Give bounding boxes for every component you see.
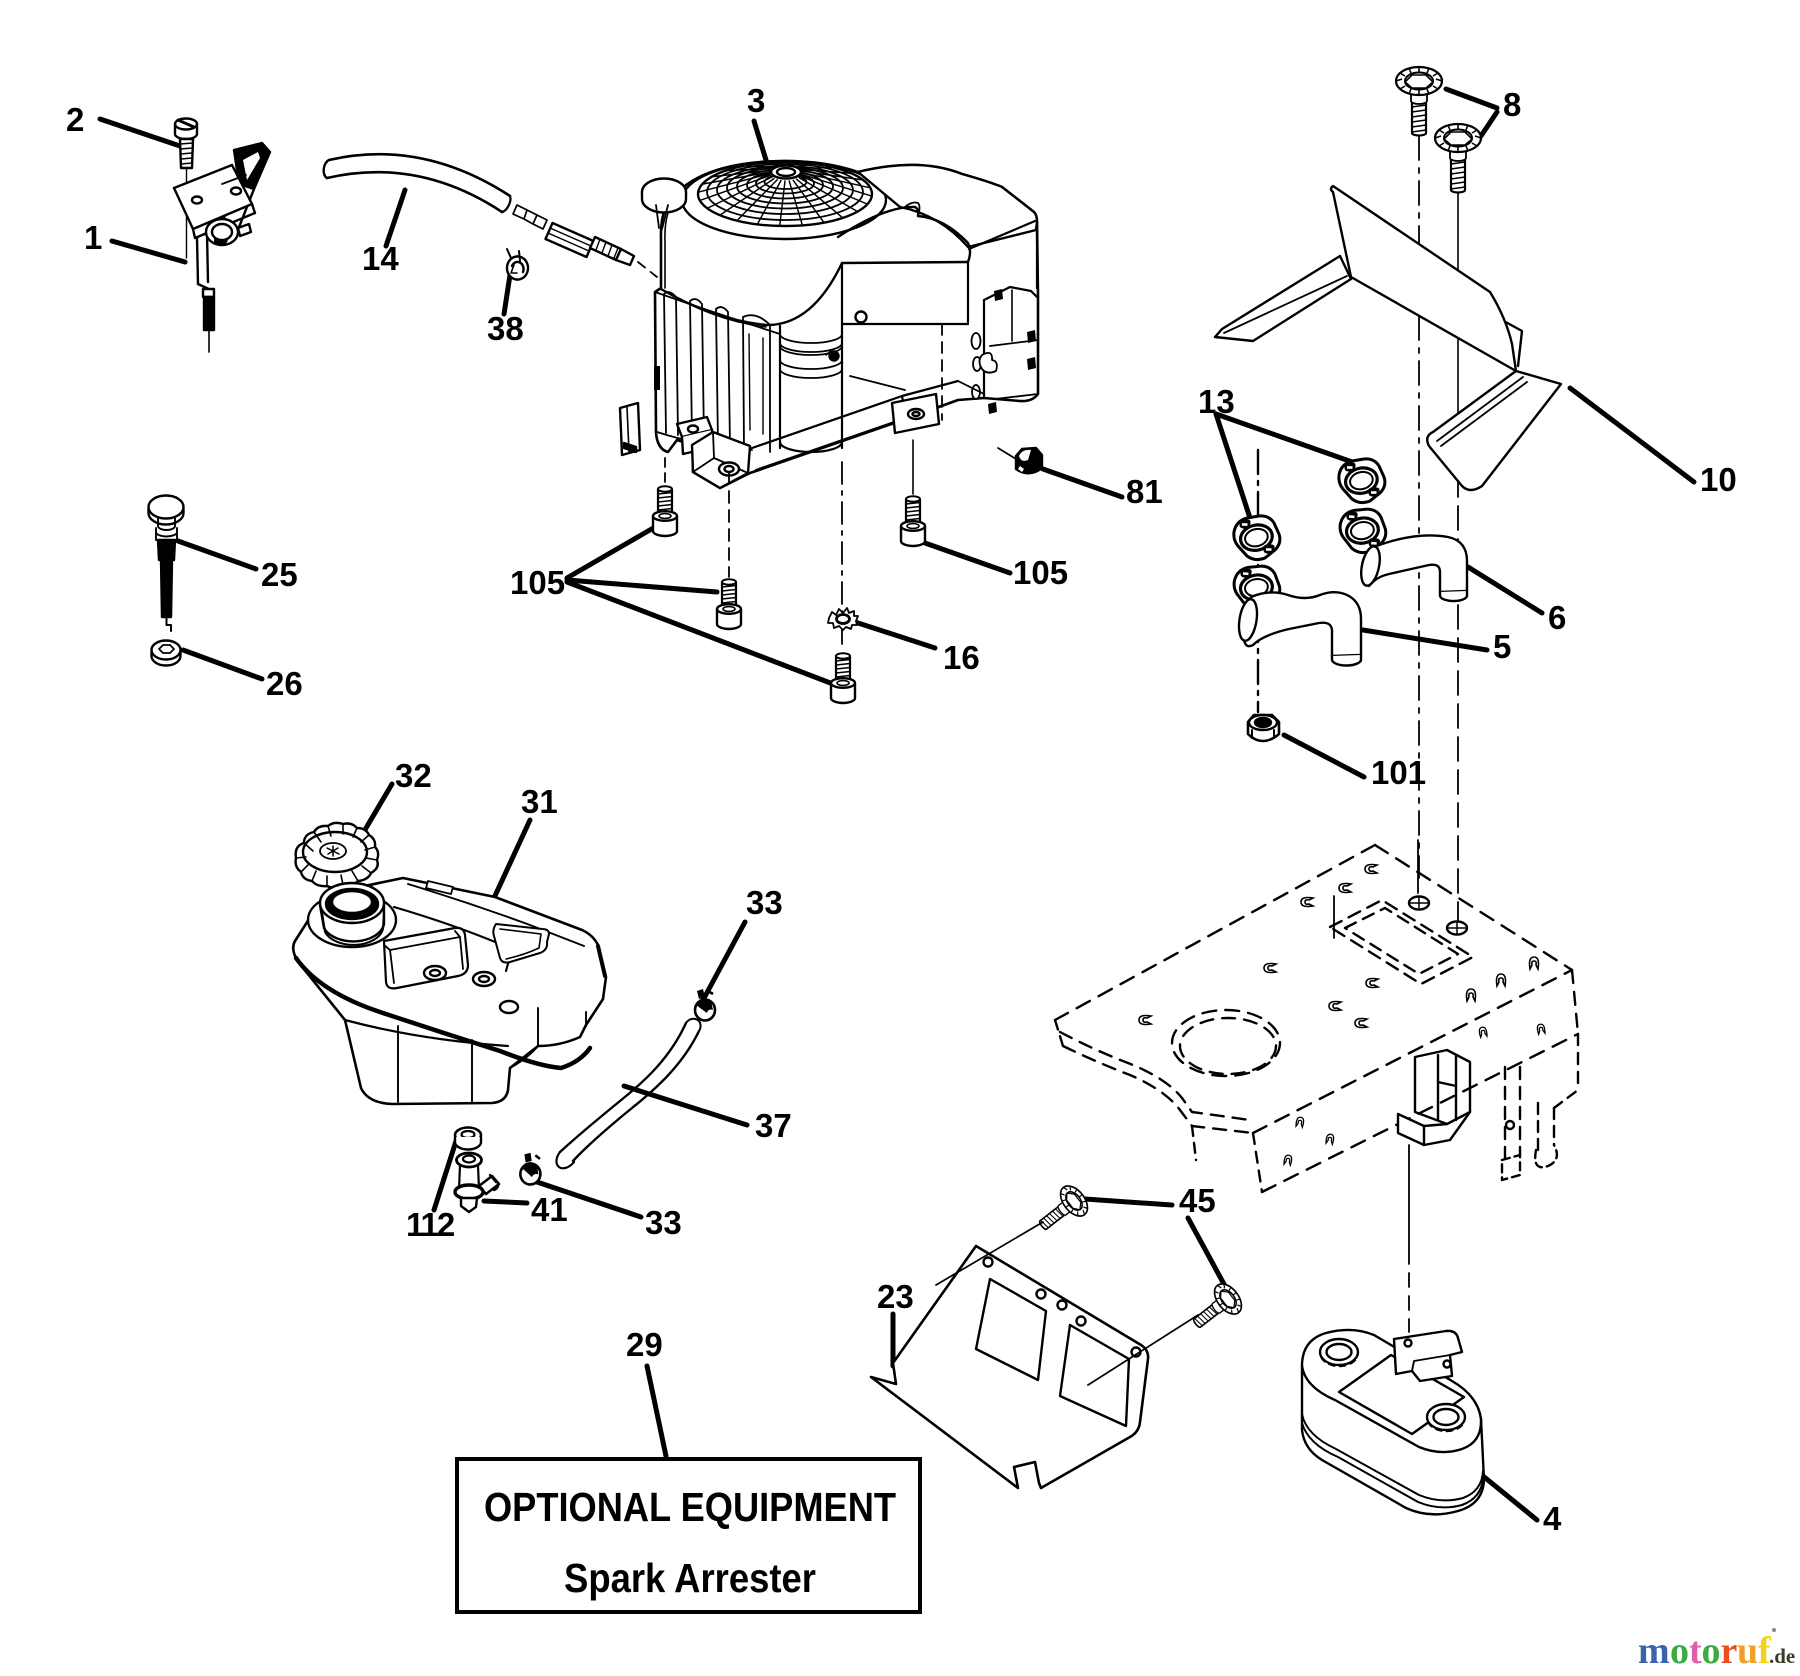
svg-text:1: 1	[84, 219, 102, 256]
svg-text:Spark Arrester: Spark Arrester	[564, 1555, 816, 1601]
svg-text:112: 112	[406, 1206, 455, 1243]
svg-text:25: 25	[261, 556, 298, 593]
svg-text:2: 2	[66, 101, 84, 138]
svg-text:10: 10	[1700, 461, 1737, 498]
svg-text:32: 32	[395, 757, 432, 794]
svg-text:105: 105	[510, 564, 565, 601]
svg-text:t: t	[1689, 1630, 1702, 1672]
svg-text:101: 101	[1371, 754, 1426, 791]
svg-text:37: 37	[755, 1107, 792, 1144]
svg-text:41: 41	[531, 1191, 568, 1228]
svg-text:o: o	[1670, 1630, 1689, 1672]
svg-text:o: o	[1702, 1630, 1721, 1672]
svg-text:OPTIONAL EQUIPMENT: OPTIONAL EQUIPMENT	[484, 1484, 896, 1530]
svg-text:33: 33	[746, 884, 783, 921]
svg-text:r: r	[1721, 1630, 1738, 1672]
svg-text:29: 29	[626, 1326, 663, 1363]
svg-text:.de: .de	[1769, 1644, 1795, 1668]
svg-text:45: 45	[1179, 1182, 1216, 1219]
svg-text:4: 4	[1543, 1500, 1562, 1537]
svg-text:14: 14	[362, 240, 399, 277]
svg-text:8: 8	[1503, 86, 1521, 123]
svg-text:81: 81	[1126, 473, 1163, 510]
svg-text:31: 31	[521, 783, 558, 820]
svg-text:23: 23	[877, 1278, 914, 1315]
svg-text:33: 33	[645, 1204, 682, 1241]
svg-text:38: 38	[487, 310, 524, 347]
svg-text:6: 6	[1548, 599, 1566, 636]
svg-text:u: u	[1737, 1630, 1758, 1672]
svg-text:f: f	[1758, 1630, 1772, 1672]
svg-text:5: 5	[1493, 628, 1511, 665]
svg-text:26: 26	[266, 665, 303, 702]
svg-text:3: 3	[747, 82, 765, 119]
svg-text:16: 16	[943, 639, 980, 676]
svg-text:m: m	[1638, 1630, 1670, 1672]
svg-text:105: 105	[1013, 554, 1068, 591]
